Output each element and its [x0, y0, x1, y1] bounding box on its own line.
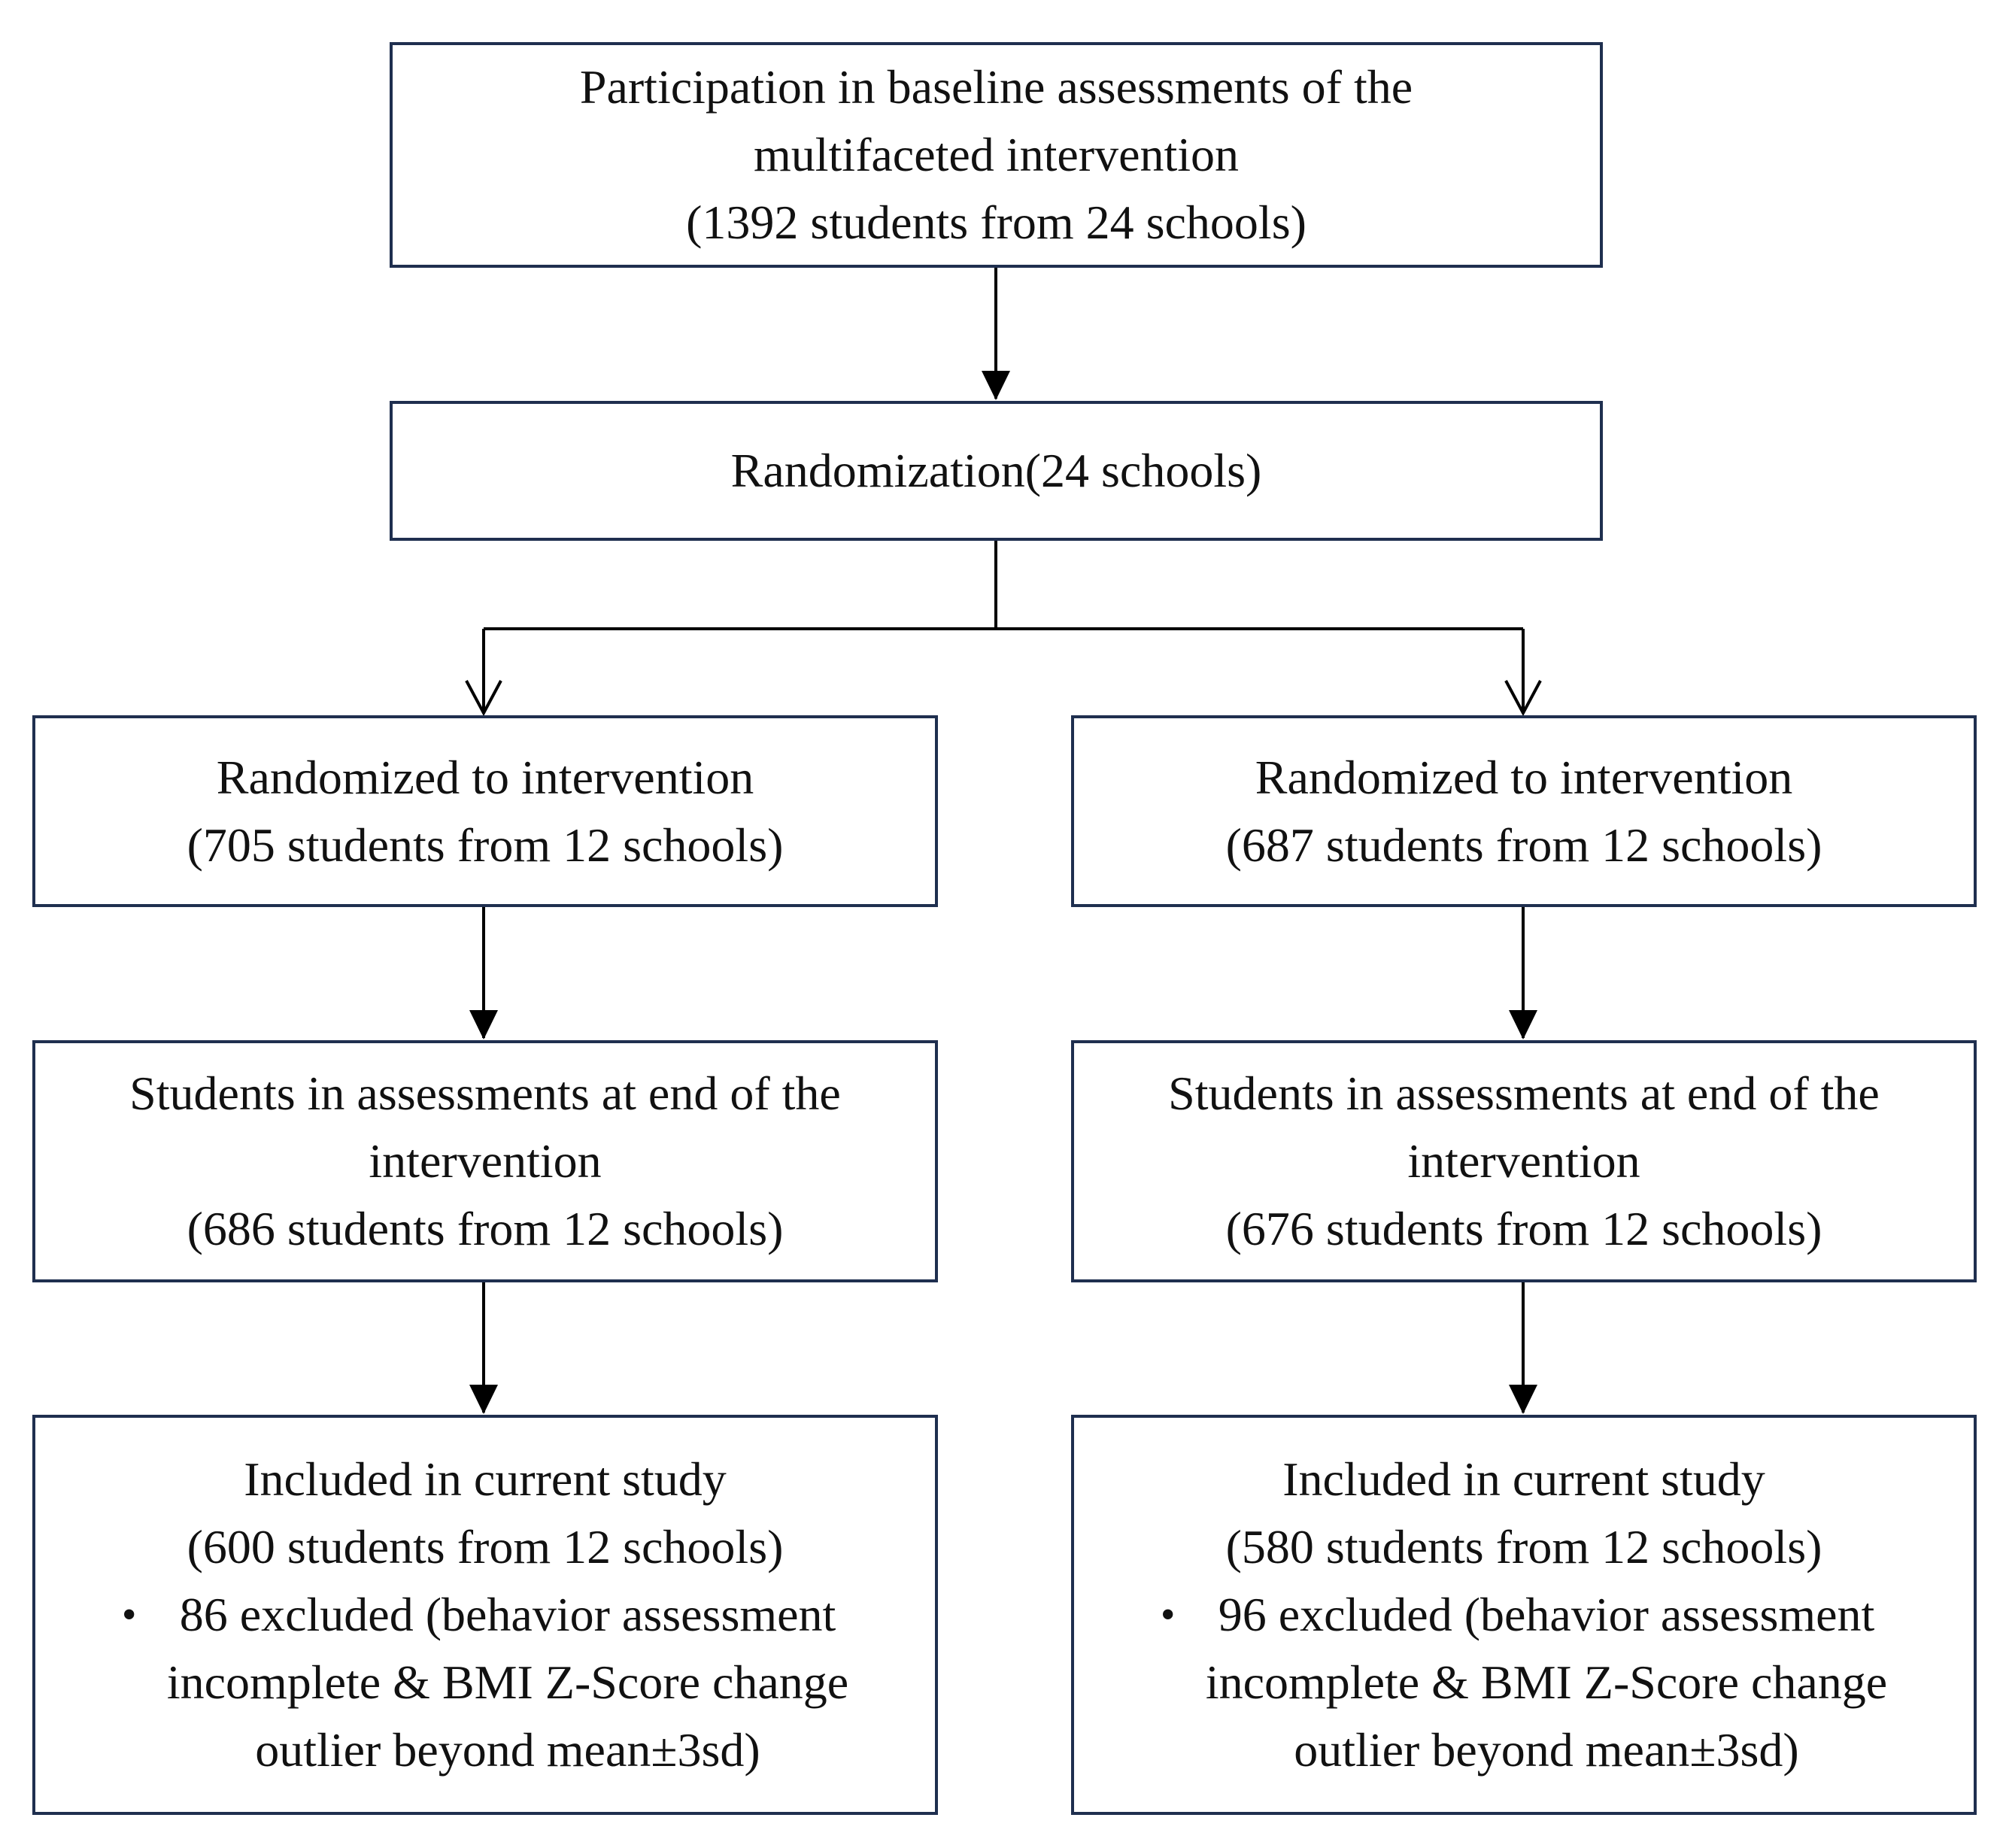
left-end-assessment-box: Students in assessments at end of the in… — [32, 1040, 938, 1282]
arrowhead-right-end-to-included — [1509, 1385, 1537, 1414]
bullet-icon: • — [121, 1592, 137, 1638]
right-end-line-2: intervention — [1407, 1134, 1640, 1188]
right-excluded-bullet-item: • 96 excluded (behavior assessment incom… — [1161, 1581, 1887, 1784]
right-included-line-1: Included in current study — [1282, 1452, 1765, 1506]
left-end-line-2: intervention — [369, 1134, 602, 1188]
left-randomized-line-2: (705 students from 12 schools) — [187, 818, 784, 872]
randomization-label: Randomization(24 schools) — [730, 444, 1262, 497]
baseline-line-3: (1392 students from 24 schools) — [686, 196, 1307, 249]
right-end-line-3: (676 students from 12 schools) — [1225, 1202, 1822, 1255]
arrowhead-baseline-to-randomization — [982, 371, 1010, 400]
left-randomized-box: Randomized to intervention (705 students… — [32, 715, 938, 907]
arrowhead-left-end-to-included — [469, 1385, 498, 1414]
baseline-line-1: Participation in baseline assessments of… — [579, 60, 1413, 114]
left-excluded-line-2: incomplete & BMI Z-Score change — [166, 1655, 849, 1709]
arrowhead-right-randomized-to-end — [1509, 1010, 1537, 1039]
right-end-line-1: Students in assessments at end of the — [1168, 1067, 1880, 1120]
left-excluded-bullet-item: • 86 excluded (behavior assessment incom… — [122, 1581, 848, 1784]
arrowhead-to-right-randomized — [1504, 680, 1542, 717]
left-end-line-1: Students in assessments at end of the — [129, 1067, 841, 1120]
left-end-line-3: (686 students from 12 schools) — [187, 1202, 784, 1255]
arrowhead-left-randomized-to-end — [469, 1010, 498, 1039]
right-excluded-line-1: 96 excluded (behavior assessment — [1218, 1588, 1875, 1641]
right-included-line-2: (580 students from 12 schools) — [1225, 1520, 1822, 1573]
arrowhead-to-left-randomized — [465, 680, 502, 717]
left-excluded-line-1: 86 excluded (behavior assessment — [179, 1588, 836, 1641]
bullet-icon: • — [1160, 1592, 1176, 1638]
randomization-box: Randomization(24 schools) — [390, 401, 1603, 541]
baseline-line-2: multifaceted intervention — [753, 128, 1240, 181]
right-included-box: Included in current study (580 students … — [1071, 1415, 1977, 1815]
right-randomized-line-2: (687 students from 12 schools) — [1225, 818, 1822, 872]
baseline-box: Participation in baseline assessments of… — [390, 42, 1603, 268]
right-randomized-line-1: Randomized to intervention — [1255, 750, 1793, 804]
left-included-box: Included in current study (600 students … — [32, 1415, 938, 1815]
left-included-line-1: Included in current study — [244, 1452, 727, 1506]
right-excluded-line-2: incomplete & BMI Z-Score change — [1205, 1655, 1888, 1709]
left-included-line-2: (600 students from 12 schools) — [187, 1520, 784, 1573]
left-randomized-line-1: Randomized to intervention — [216, 750, 754, 804]
right-randomized-box: Randomized to intervention (687 students… — [1071, 715, 1977, 907]
right-end-assessment-box: Students in assessments at end of the in… — [1071, 1040, 1977, 1282]
right-excluded-line-3: outlier beyond mean±3sd) — [1294, 1723, 1799, 1777]
left-excluded-line-3: outlier beyond mean±3sd) — [255, 1723, 760, 1777]
